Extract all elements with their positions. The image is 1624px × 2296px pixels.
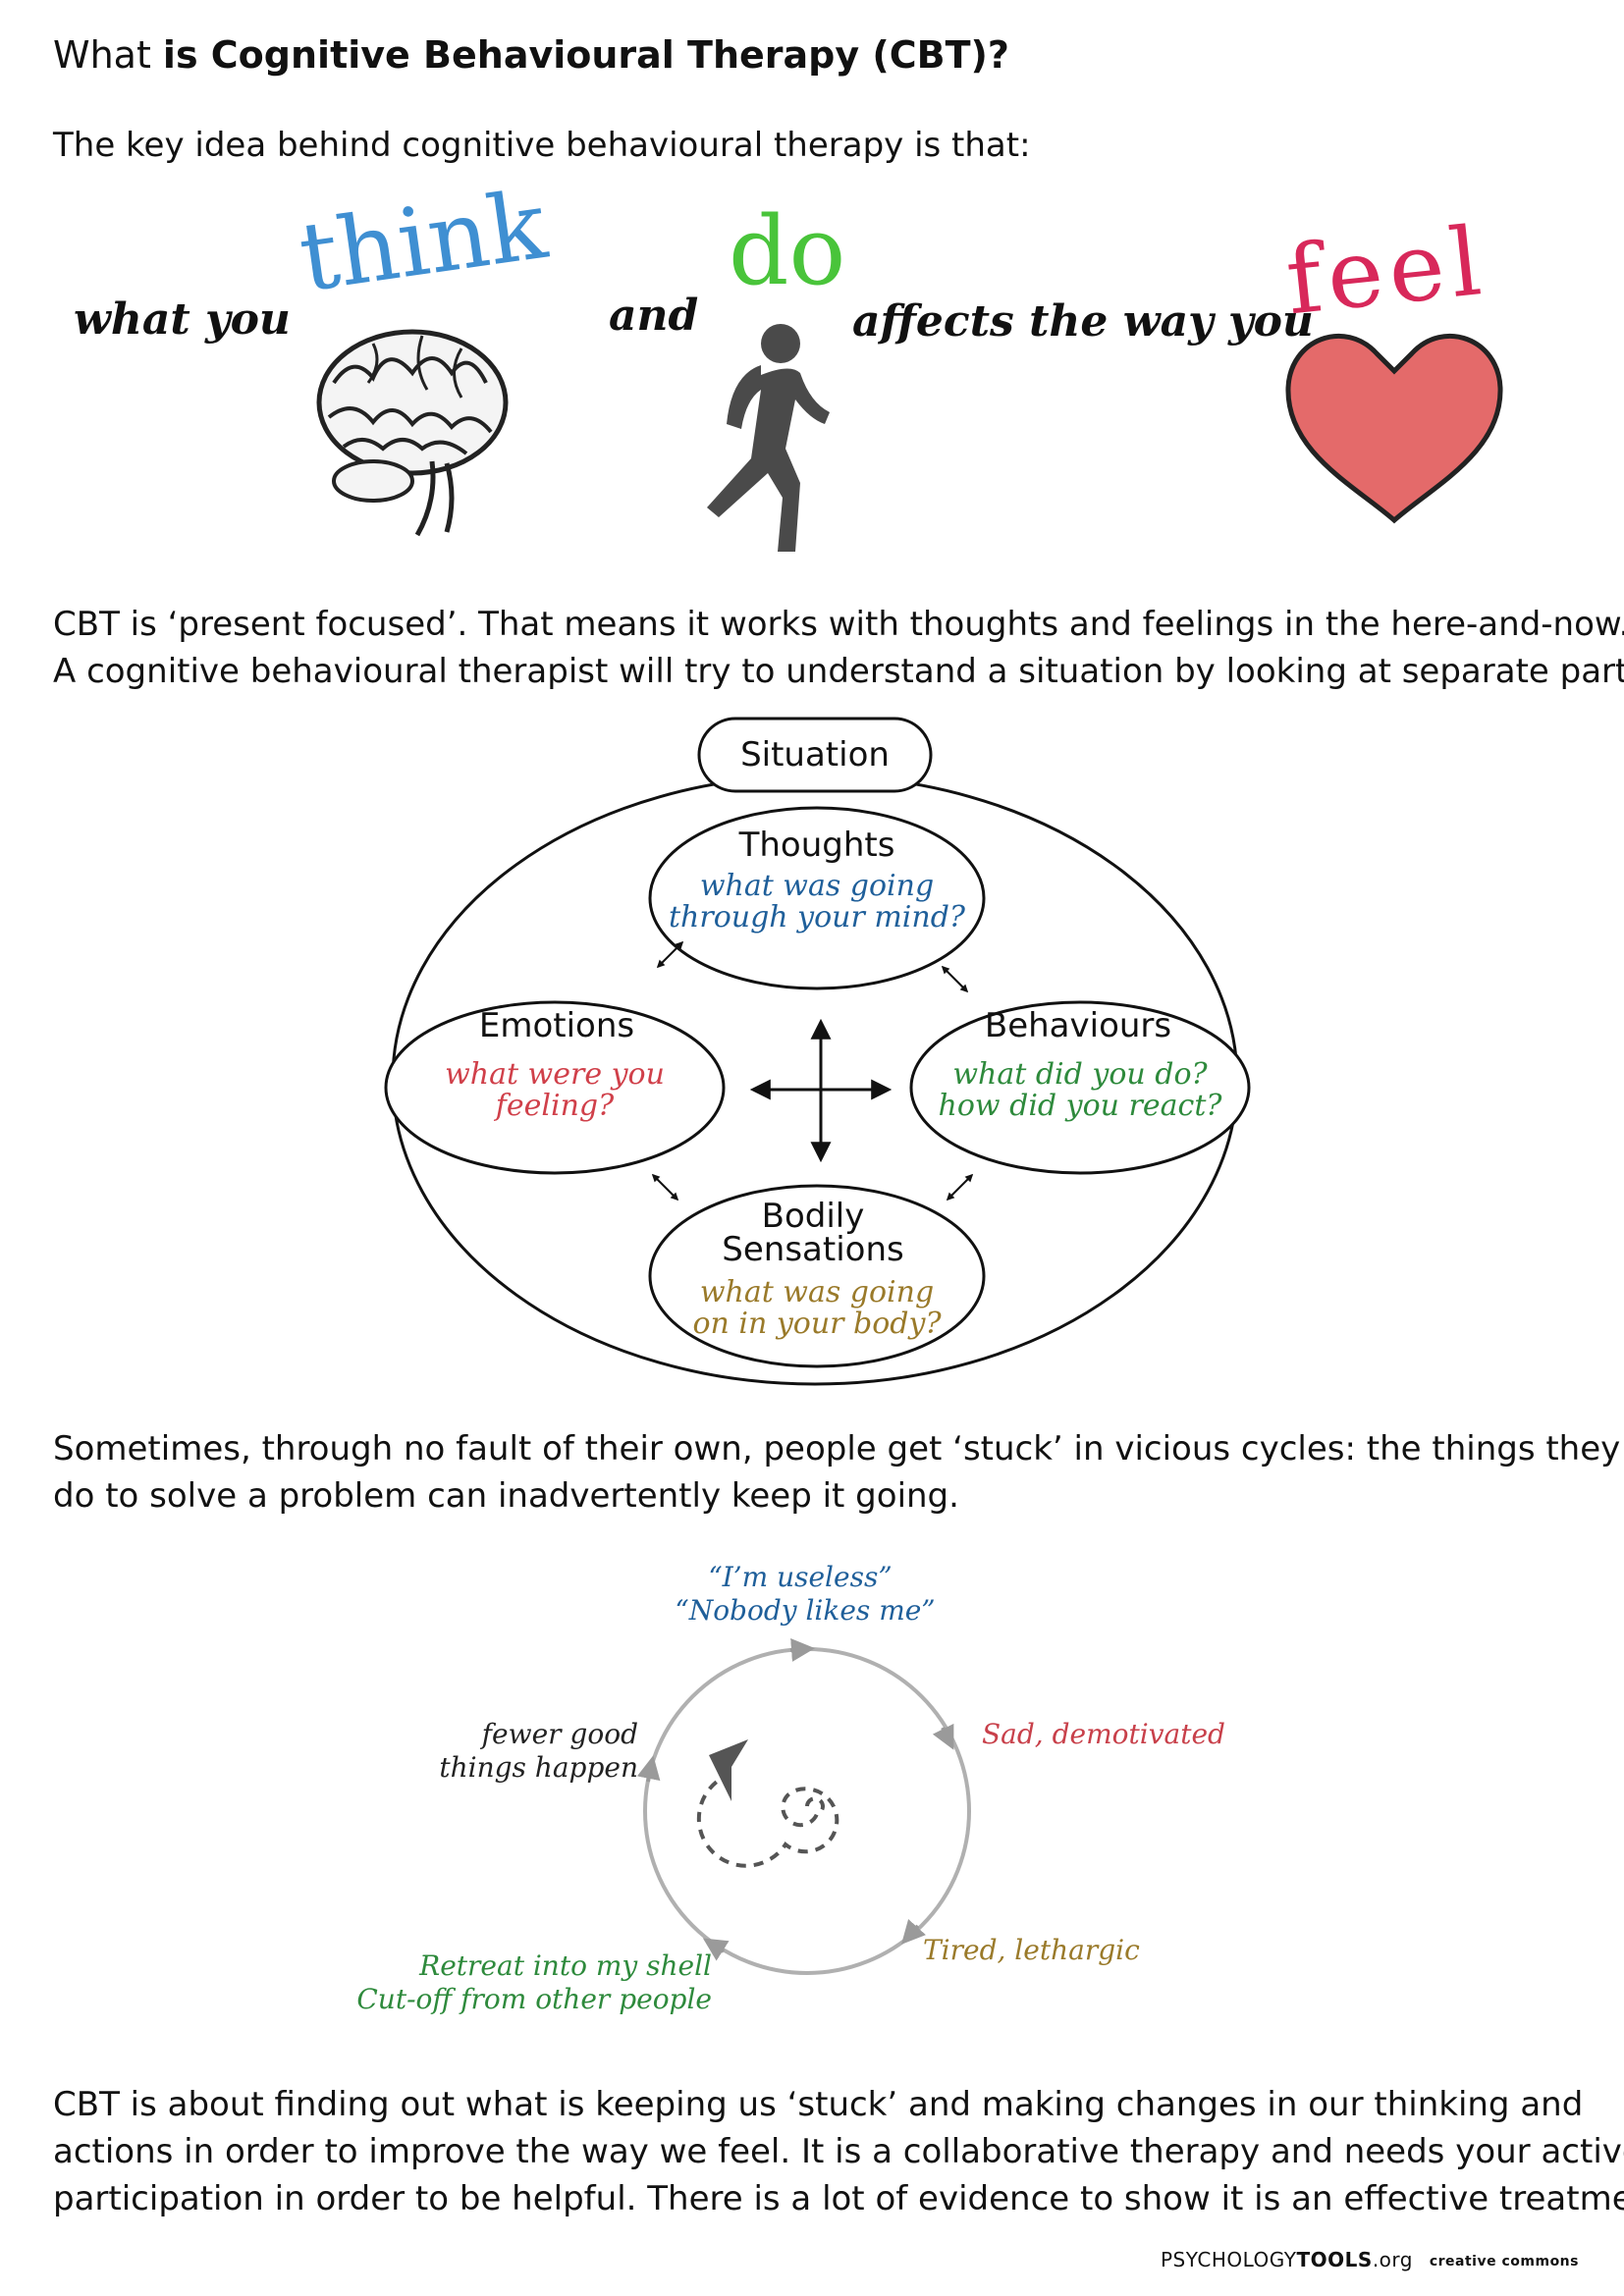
behaviours-title: Behaviours bbox=[985, 1006, 1171, 1045]
situation-box bbox=[697, 717, 933, 793]
cycle-thought-1: “I’m useless” bbox=[708, 1561, 892, 1593]
present-focused-line2: A cognitive behavioural therapist will t… bbox=[53, 652, 1624, 691]
cycle-arrow-top bbox=[789, 1637, 815, 1662]
heart-icon bbox=[1285, 334, 1503, 524]
thoughts-title: Thoughts bbox=[738, 826, 895, 865]
cycle-retreat-2: Cut-off from other people bbox=[356, 1983, 712, 2015]
bodily-title-1: Bodily bbox=[762, 1197, 865, 1236]
arrow-thoughts-emotions bbox=[656, 940, 684, 969]
arrow-emotions-bodily bbox=[651, 1173, 679, 1201]
cycle-fewer-2: things happen bbox=[439, 1751, 638, 1784]
what-you-text: what you bbox=[74, 294, 291, 345]
cycle-tired: Tired, lethargic bbox=[923, 1934, 1140, 1966]
cycle-fewer-1: fewer good bbox=[480, 1718, 638, 1750]
stuck-line2: do to solve a problem can inadvertently … bbox=[53, 1476, 959, 1516]
bodily-question-2: on in your body? bbox=[692, 1307, 942, 1341]
inner-spiral bbox=[696, 1774, 839, 1868]
cycle-circle bbox=[643, 1647, 971, 1975]
page-title: What is Cognitive Behavioural Therapy (C… bbox=[53, 33, 1009, 77]
intro-text: The key idea behind cognitive behavioura… bbox=[53, 126, 1031, 165]
and-text: and bbox=[609, 291, 699, 341]
cycle-sad: Sad, demotivated bbox=[982, 1718, 1225, 1750]
cycle-arrow-right bbox=[932, 1723, 954, 1750]
emotions-ellipse bbox=[384, 1000, 726, 1175]
behaviours-question-1: what did you do? bbox=[952, 1057, 1208, 1092]
cycle-arrow-bottom-right bbox=[900, 1919, 926, 1945]
spiral-arrowhead bbox=[709, 1739, 748, 1801]
cycle-retreat-1: Retreat into my shell bbox=[418, 1949, 712, 1982]
arrow-thoughts-behaviours bbox=[941, 965, 969, 993]
emotions-question-1: what were you bbox=[445, 1057, 665, 1092]
affects-text: affects the way you bbox=[852, 296, 1314, 347]
thoughts-question-2: through your mind? bbox=[669, 900, 966, 934]
emotions-question-2: feeling? bbox=[494, 1089, 615, 1123]
runner-icon bbox=[707, 324, 830, 552]
emotions-title: Emotions bbox=[479, 1006, 634, 1045]
present-focused-line1: CBT is ‘present focused’. That means it … bbox=[53, 605, 1624, 644]
do-word: do bbox=[729, 196, 846, 306]
creative-commons-icon: creative commons bbox=[1429, 2253, 1579, 2269]
cycle-arrow-bottom-left bbox=[702, 1938, 730, 1961]
bodily-title-2: Sensations bbox=[722, 1230, 903, 1269]
bodily-question-1: what was going bbox=[700, 1275, 934, 1309]
behaviours-ellipse bbox=[909, 1000, 1251, 1175]
cycle-arrow-left bbox=[636, 1755, 661, 1783]
stuck-line1: Sometimes, through no fault of their own… bbox=[53, 1429, 1621, 1468]
thoughts-question-1: what was going bbox=[700, 869, 934, 903]
conclusion-line2: actions in order to improve the way we f… bbox=[53, 2132, 1624, 2171]
cycle-thought-2: “Nobody likes me” bbox=[675, 1594, 935, 1627]
footer-brand: PSYCHOLOGYTOOLS.org creative commons bbox=[1161, 2248, 1579, 2271]
thoughts-ellipse bbox=[648, 806, 986, 990]
situation-label: Situation bbox=[740, 735, 890, 774]
bodily-ellipse bbox=[648, 1184, 986, 1368]
brain-icon bbox=[316, 329, 509, 537]
conclusion-line3: participation in order to be helpful. Th… bbox=[53, 2179, 1624, 2218]
behaviours-question-2: how did you react? bbox=[939, 1089, 1223, 1123]
arrow-behaviours-bodily bbox=[946, 1173, 974, 1201]
conclusion-line1: CBT is about finding out what is keeping… bbox=[53, 2085, 1584, 2124]
